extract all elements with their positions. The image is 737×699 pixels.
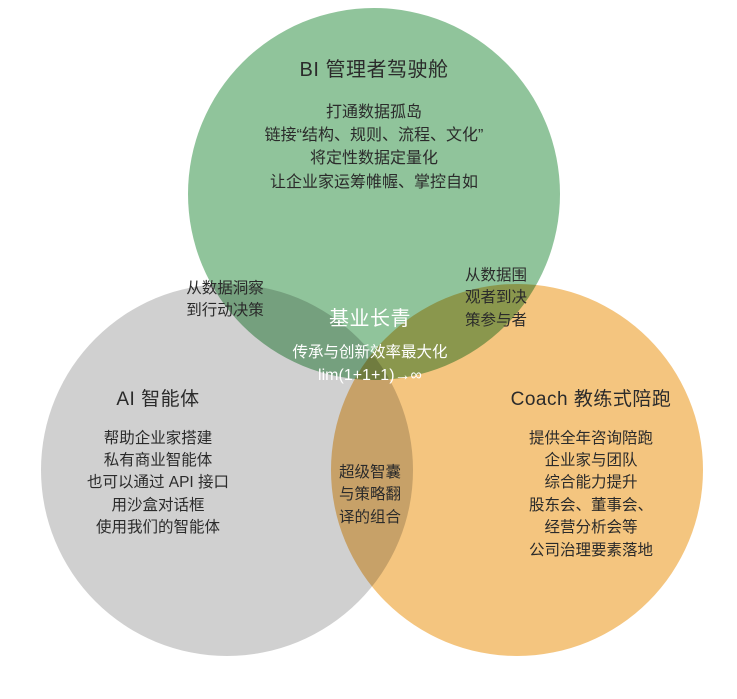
region-overlap-ai-coach-line-1: 超级智囊 [338, 464, 401, 481]
region-ai-agent-line-3: 也可以通过 API 接口 [86, 474, 230, 492]
region-coach-line-5: 经营分析会等 [544, 519, 638, 537]
region-overlap-bi-coach: 从数据围 观者到决 策参与者 [437, 265, 555, 332]
region-coach: Coach 教练式陪跑 提供全年咨询陪跑 企业家与团队 综合能力提升 股东会、董… [456, 386, 726, 562]
venn-circle-coach[interactable] [331, 284, 703, 656]
region-bi-line-1: 打通数据孤岛 [325, 104, 422, 121]
region-ai-agent: AI 智能体 帮助企业家搭建 私有商业智能体 也可以通过 API 接口 用沙盒对… [28, 386, 288, 540]
region-overlap-ai-coach-line-2: 与策略翻 [338, 486, 401, 504]
region-overlap-bi-coach-line-1: 从数据围 [464, 267, 527, 284]
region-coach-line-1: 提供全年咨询陪跑 [528, 429, 653, 447]
region-overlap-ai-coach-line-3: 译的组合 [338, 508, 401, 526]
region-center-title: 基业长青 [329, 308, 411, 330]
region-overlap-bi-coach-line-2: 观者到决 [464, 289, 527, 307]
region-bi-line-3: 将定性数据定量化 [309, 150, 438, 168]
region-ai-agent-line-2: 私有商业智能体 [103, 452, 213, 470]
region-bi-line-4: 让企业家运筹帷幄、掌控自如 [269, 173, 478, 191]
region-coach-line-2: 企业家与团队 [544, 452, 638, 470]
region-bi-dashboard: BI 管理者驾驶舱 打通数据孤岛 链接“结构、规则、流程、文化” 将定性数据定量… [188, 56, 560, 194]
region-ai-agent-line-1: 帮助企业家搭建 [103, 429, 213, 447]
region-overlap-bi-ai: 从数据洞察 到行动决策 [160, 278, 290, 323]
region-bi-line-2: 链接“结构、规则、流程、文化” [264, 127, 484, 145]
region-overlap-bi-ai-line-1: 从数据洞察 [186, 280, 264, 297]
region-ai-agent-title: AI 智能体 [116, 389, 200, 410]
region-overlap-center: 基业长青 传承与创新效率最大化 lim(1+1+1)→∞ [270, 305, 470, 388]
region-overlap-bi-ai-line-2: 到行动决策 [186, 302, 264, 320]
region-ai-agent-line-4: 用沙盒对话框 [111, 496, 205, 514]
region-coach-line-3: 综合能力提升 [544, 474, 638, 492]
region-overlap-bi-coach-line-3: 策参与者 [464, 311, 527, 329]
region-coach-line-4: 股东会、董事会、 [528, 496, 653, 514]
region-bi-title: BI 管理者驾驶舱 [299, 59, 449, 81]
region-center-line-1: 传承与创新效率最大化 [292, 344, 448, 361]
region-coach-title: Coach 教练式陪跑 [510, 389, 672, 410]
region-center-formula: lim(1+1+1)→∞ [318, 367, 422, 385]
region-ai-agent-line-5: 使用我们的智能体 [95, 519, 220, 537]
region-coach-line-6: 公司治理要素落地 [528, 541, 653, 559]
region-overlap-ai-coach: 超级智囊 与策略翻 译的组合 [290, 462, 450, 529]
